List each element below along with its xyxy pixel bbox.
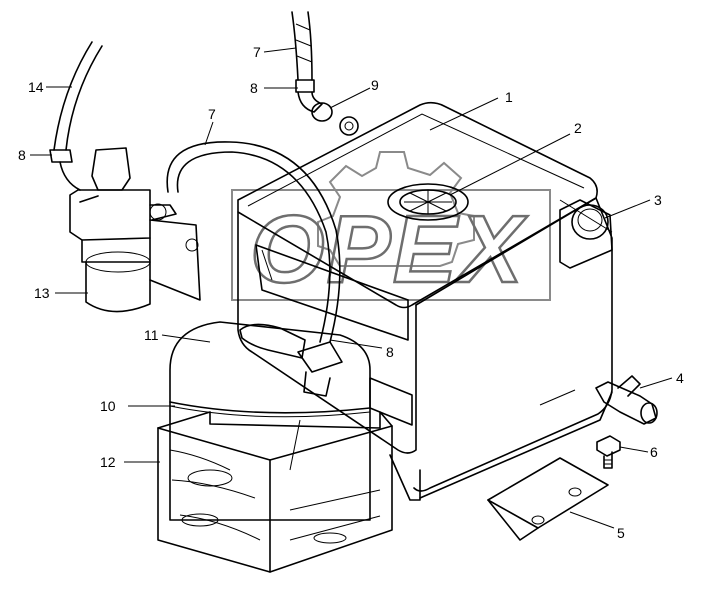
fuel-canister — [169, 321, 371, 521]
leader-lines — [30, 47, 673, 529]
mounting-bracket — [487, 457, 609, 541]
callout-5: 5 — [617, 525, 625, 541]
callout-8-top: 8 — [250, 80, 258, 96]
callout-8-center: 8 — [386, 344, 394, 360]
callout-3: 3 — [654, 192, 662, 208]
upper-hose — [291, 11, 359, 136]
watermark: OPEX — [231, 151, 551, 304]
side-cap — [559, 199, 613, 269]
callout-2: 2 — [574, 120, 582, 136]
callouts: 1 2 3 4 5 6 7 7 8 8 8 9 10 11 12 13 14 — [18, 44, 684, 541]
left-hose — [49, 41, 103, 191]
callout-1: 1 — [505, 89, 513, 105]
callout-8-left: 8 — [18, 147, 26, 163]
filler-cover — [387, 183, 469, 221]
watermark-frame — [231, 189, 551, 301]
drain-valve — [595, 375, 658, 425]
callout-4: 4 — [676, 370, 684, 386]
tank-front — [237, 211, 417, 454]
callout-14: 14 — [28, 79, 44, 95]
wooden-crate — [157, 411, 393, 573]
transfer-hose — [166, 141, 341, 343]
callout-11: 11 — [144, 327, 159, 343]
watermark-text: OPEX — [250, 196, 528, 303]
callout-9: 9 — [371, 77, 379, 93]
fuel-filter — [69, 147, 201, 313]
callout-10: 10 — [100, 398, 116, 414]
watermark-gear — [317, 151, 475, 267]
tank-side — [413, 197, 613, 492]
callout-7-mid: 7 — [208, 106, 216, 122]
callout-7-top: 7 — [253, 44, 261, 60]
callout-13: 13 — [34, 285, 50, 301]
tank-top — [237, 101, 598, 309]
callout-6: 6 — [650, 444, 658, 460]
callout-12: 12 — [100, 454, 116, 470]
bolt — [596, 435, 621, 469]
